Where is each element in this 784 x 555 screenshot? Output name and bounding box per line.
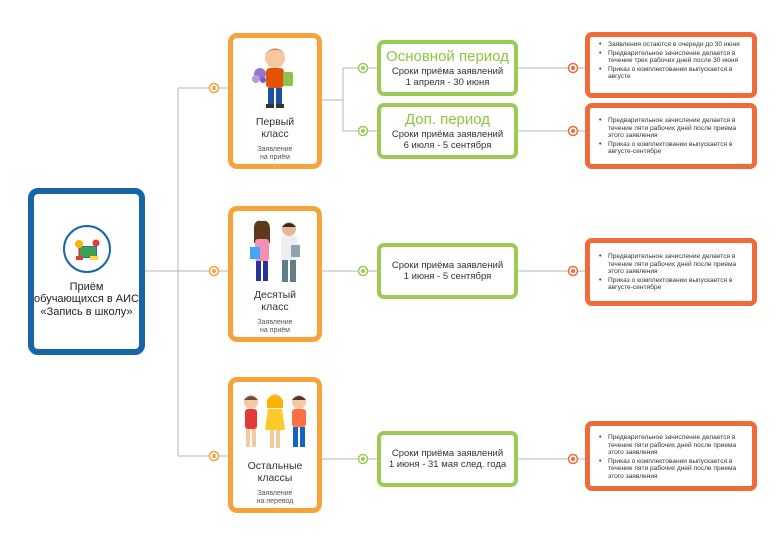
period-title: Основной период <box>386 47 509 65</box>
rule-item: Приказ о комплектовании выпускается в ав… <box>599 66 746 81</box>
period-dates: 1 апреля - 30 июня <box>405 76 490 88</box>
grade-name-line-2: класс <box>261 301 289 313</box>
rule-item: Заявления остаются в очереди до 30 июня <box>599 41 746 49</box>
period-title: Доп. период <box>404 110 491 128</box>
grade-card-first: Первый класс Заявление на приём <box>228 33 322 169</box>
rule-card-additional: Предварительное зачисление делается в те… <box>585 103 757 169</box>
grade-card-others: Остальные классы Заявление на перевод <box>228 377 322 513</box>
rule-item: Предварительное зачисление делается в те… <box>599 117 746 140</box>
grade-name-line-2: классы <box>257 472 293 484</box>
rule-list: Предварительное зачисление делается в те… <box>598 117 746 157</box>
rule-item: Приказ о комплектовании выпускается в ав… <box>599 141 746 156</box>
grade-card-tenth: Десятый класс Заявление на приём <box>228 206 322 342</box>
rule-card-others: Предварительное зачисление делается в те… <box>585 421 757 491</box>
grade-name-line-1: Остальные <box>247 460 303 472</box>
period-dates: 6 июля - 5 сентября <box>403 139 492 151</box>
three-kids-illustration <box>244 394 306 448</box>
grade-name-line-2: класс <box>261 128 289 140</box>
grade-sub-line-1: Заявление <box>257 146 293 153</box>
rule-item: Приказ о комплектовании выпускается в ав… <box>599 277 746 292</box>
period-card-main: Основной период Сроки приёма заявлений 1… <box>377 40 518 96</box>
grade-name-line-1: Первый <box>255 116 295 128</box>
grade-sub-line-2: на приём <box>259 154 290 161</box>
grade-sub-line-1: Заявление <box>257 319 293 326</box>
period-caption: Сроки приёма заявлений <box>391 65 504 77</box>
two-students-illustration <box>250 220 300 282</box>
rule-card-tenth: Предварительное зачисление делается в те… <box>585 238 757 306</box>
grade-sub-line-2: на приём <box>259 327 290 334</box>
grade-sub-line-2: на перевод <box>256 498 294 505</box>
rule-list: Предварительное зачисление делается в те… <box>598 253 746 293</box>
root-title: Приём обучающихся в АИС «Запись в школу» <box>34 280 139 318</box>
grade-name-line-1: Десятый <box>253 289 297 301</box>
period-card-tenth: Сроки приёма заявлений 1 июня - 5 сентяб… <box>377 243 518 299</box>
rule-card-main: Заявления остаются в очереди до 30 июня … <box>585 32 757 98</box>
period-card-additional: Доп. период Сроки приёма заявлений 6 июл… <box>377 103 518 159</box>
root-node: Приём обучающихся в АИС «Запись в школу» <box>28 188 145 355</box>
period-caption: Сроки приёма заявлений <box>391 448 504 459</box>
rule-list: Предварительное зачисление делается в те… <box>598 434 746 482</box>
rule-list: Заявления остаются в очереди до 30 июня … <box>598 41 746 82</box>
rule-item: Предварительное зачисление делается в те… <box>599 50 746 65</box>
period-dates: 1 июня - 31 мая след. года <box>388 459 507 470</box>
period-card-others: Сроки приёма заявлений 1 июня - 31 мая с… <box>377 431 518 487</box>
grade-sub-line-1: Заявление <box>257 490 293 497</box>
period-caption: Сроки приёма заявлений <box>391 260 504 271</box>
boy-with-flowers-illustration <box>252 48 293 108</box>
rule-item: Предварительное зачисление делается в те… <box>599 434 746 457</box>
school-logo-icon <box>62 224 111 273</box>
rule-item: Предварительное зачисление делается в те… <box>599 253 746 276</box>
rule-item: Приказ о комплектовании выпускается в те… <box>599 458 746 481</box>
period-dates: 1 июня - 5 сентября <box>403 271 492 282</box>
period-caption: Сроки приёма заявлений <box>391 128 504 140</box>
